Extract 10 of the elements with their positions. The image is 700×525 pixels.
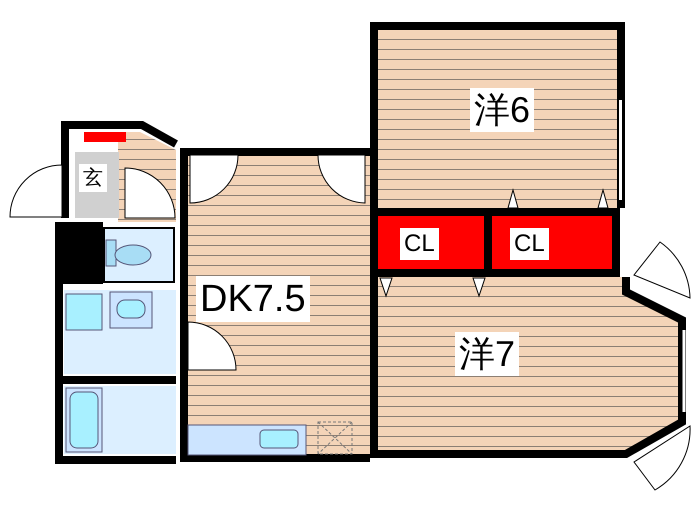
room-floor — [180, 148, 370, 462]
room-floor — [370, 22, 625, 208]
closet — [370, 208, 492, 277]
room-label: 玄 — [79, 164, 107, 192]
room-label: CL — [400, 228, 439, 260]
closet — [492, 208, 620, 277]
room-label: CL — [510, 228, 549, 260]
entrance-floor — [75, 152, 119, 218]
room-label: 洋6 — [470, 88, 534, 132]
room-label: 洋7 — [455, 332, 520, 376]
